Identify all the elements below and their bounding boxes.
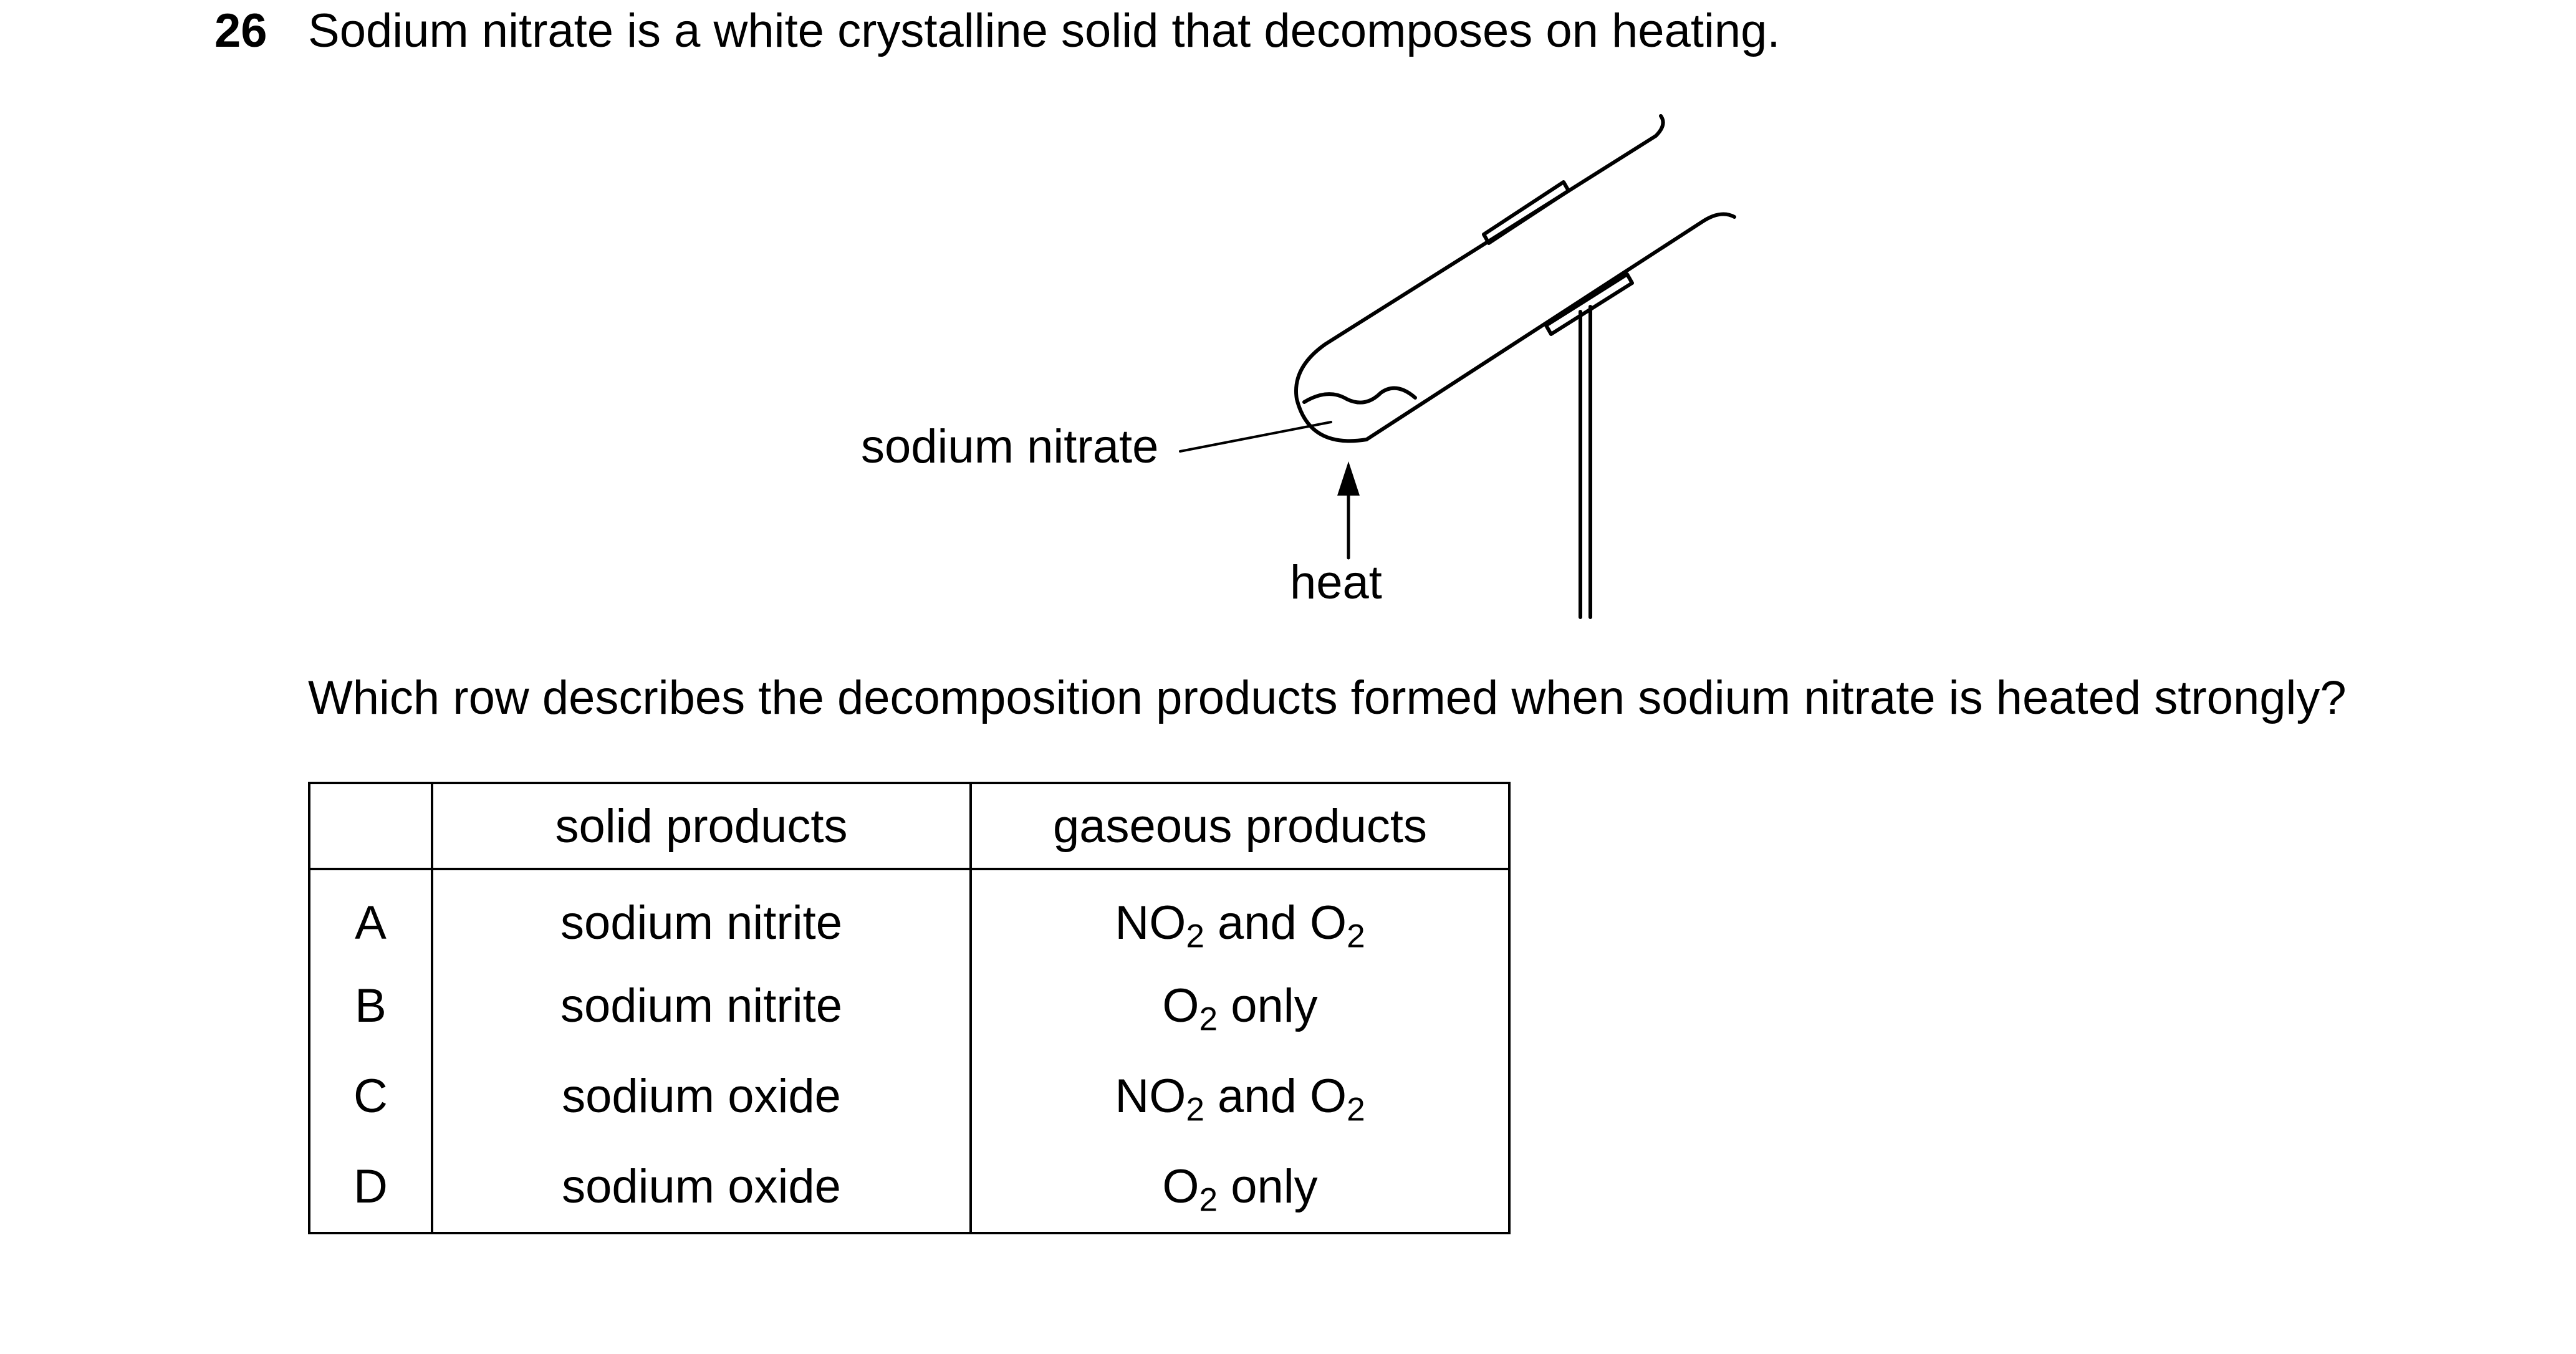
heat-label: heat — [1290, 556, 1382, 609]
row-key: D — [308, 1141, 433, 1234]
table-row: B sodium nitrite O2 only — [308, 961, 1511, 1051]
heat-arrow-head — [1337, 461, 1360, 496]
test-tube-lower-wall — [1365, 212, 1736, 441]
row-key: C — [308, 1051, 433, 1141]
gaseous-product: O2 only — [969, 1141, 1511, 1234]
answer-table: solid products gaseous products A sodium… — [308, 782, 1511, 1234]
table-row: D sodium oxide O2 only — [308, 1141, 1511, 1234]
solid-product: sodium oxide — [431, 1051, 972, 1141]
table-row: A sodium nitrite NO2 and O2 — [308, 869, 1511, 961]
label-leader-line — [1179, 421, 1332, 453]
solid-product: sodium nitrite — [431, 869, 972, 961]
sodium-nitrate-label: sodium nitrate — [861, 420, 1159, 473]
question-prompt: Which row describes the decomposition pr… — [308, 671, 2347, 724]
question-stem: Sodium nitrate is a white crystalline so… — [308, 4, 1781, 57]
gaseous-product: O2 only — [969, 961, 1511, 1051]
question-number: 26 — [214, 4, 267, 57]
table-row: C sodium oxide NO2 and O2 — [308, 1051, 1511, 1141]
test-tube-upper-wall — [1294, 114, 1665, 401]
sodium-nitrate-solid-surface — [1302, 386, 1417, 405]
header-solid-products: solid products — [431, 782, 972, 870]
row-key: B — [308, 961, 433, 1051]
row-key: A — [308, 869, 433, 961]
solid-product: sodium nitrite — [431, 961, 972, 1051]
clamp-lower — [1544, 272, 1634, 336]
header-gaseous-products: gaseous products — [969, 782, 1511, 870]
solid-product: sodium oxide — [431, 1141, 972, 1234]
clamp-upper — [1482, 180, 1570, 245]
table-header-row: solid products gaseous products — [308, 782, 1511, 870]
test-tube-bottom — [1295, 397, 1368, 443]
gaseous-product: NO2 and O2 — [969, 869, 1511, 961]
gaseous-product: NO2 and O2 — [969, 1051, 1511, 1141]
header-key — [308, 782, 433, 870]
